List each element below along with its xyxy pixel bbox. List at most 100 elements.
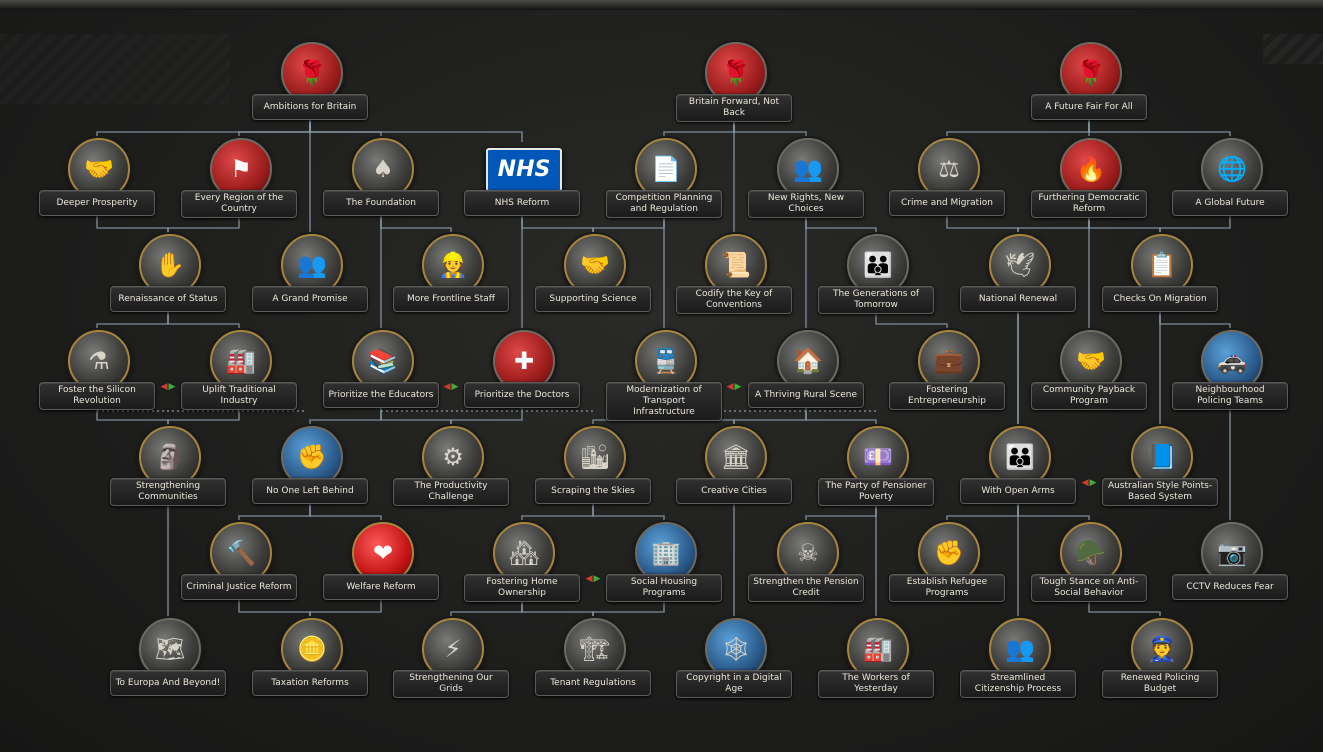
focus-science[interactable]: 🤝Supporting Science — [535, 234, 651, 312]
focus-label[interactable]: A Future Fair For All — [1031, 94, 1147, 120]
focus-pensioner[interactable]: 💷The Party of Pensioner Poverty — [818, 426, 934, 504]
focus-no-one[interactable]: ✊No One Left Behind — [252, 426, 368, 504]
focus-label[interactable]: CCTV Reduces Fear — [1172, 574, 1288, 600]
focus-global[interactable]: 🌐A Global Future — [1172, 138, 1288, 216]
focus-label[interactable]: Creative Cities — [676, 478, 792, 504]
focus-criminal[interactable]: 🔨Criminal Justice Reform — [181, 522, 297, 600]
focus-checks-migration[interactable]: 📋Checks On Migration — [1102, 234, 1218, 312]
focus-label[interactable]: Prioritize the Doctors — [464, 382, 580, 408]
focus-grids[interactable]: ⚡Strengthening Our Grids — [393, 618, 509, 696]
focus-label[interactable]: The Foundation — [323, 190, 439, 216]
focus-tenant[interactable]: 🏗Tenant Regulations — [535, 618, 651, 696]
focus-policing-budget[interactable]: 👮Renewed Policing Budget — [1102, 618, 1218, 696]
focus-australian[interactable]: 📘Australian Style Points-Based System — [1102, 426, 1218, 504]
focus-label[interactable]: Strengthen the Pension Credit — [748, 574, 864, 602]
focus-label[interactable]: Tenant Regulations — [535, 670, 651, 696]
focus-label[interactable]: Neighbourhood Policing Teams — [1172, 382, 1288, 410]
focus-refugee[interactable]: ✊Establish Refugee Programs — [889, 522, 1005, 600]
focus-label[interactable]: Deeper Prosperity — [39, 190, 155, 216]
focus-label[interactable]: NHS Reform — [464, 190, 580, 216]
focus-home-own[interactable]: 🏘Fostering Home Ownership — [464, 522, 580, 600]
focus-ambitions[interactable]: 🌹Ambitions for Britain — [252, 42, 368, 120]
focus-entrepreneurship[interactable]: 💼Fostering Entrepreneurship — [889, 330, 1005, 408]
focus-renaissance[interactable]: ✋Renaissance of Status — [110, 234, 226, 312]
focus-label[interactable]: Welfare Reform — [323, 574, 439, 600]
focus-europa[interactable]: 🗺To Europa And Beyond! — [110, 618, 226, 696]
focus-label[interactable]: Codify the Key of Conventions — [676, 286, 792, 314]
focus-label[interactable]: Fostering Home Ownership — [464, 574, 580, 602]
focus-label[interactable]: Britain Forward, Not Back — [676, 94, 792, 122]
focus-label[interactable]: With Open Arms — [960, 478, 1076, 504]
focus-label[interactable]: A Global Future — [1172, 190, 1288, 216]
focus-label[interactable]: The Workers of Yesterday — [818, 670, 934, 698]
focus-label[interactable]: Renaissance of Status — [110, 286, 226, 312]
focus-label[interactable]: Modernization of Transport Infrastructur… — [606, 382, 722, 421]
focus-label[interactable]: Checks On Migration — [1102, 286, 1218, 312]
focus-label[interactable]: Taxation Reforms — [252, 670, 368, 696]
focus-label[interactable]: Uplift Traditional Industry — [181, 382, 297, 410]
focus-label[interactable]: Furthering Democratic Reform — [1031, 190, 1147, 218]
focus-cctv[interactable]: 📷CCTV Reduces Fear — [1172, 522, 1288, 600]
focus-antisocial[interactable]: 🪖Tough Stance on Anti-Social Behavior — [1031, 522, 1147, 600]
focus-policing[interactable]: 🚓Neighbourhood Policing Teams — [1172, 330, 1288, 408]
focus-codify[interactable]: 📜Codify the Key of Conventions — [676, 234, 792, 312]
focus-copyright[interactable]: 🕸Copyright in a Digital Age — [676, 618, 792, 696]
focus-tree-canvas[interactable]: 🌹Ambitions for Britain 🌹Britain Forward, … — [0, 10, 1323, 752]
focus-label[interactable]: Ambitions for Britain — [252, 94, 368, 120]
focus-label[interactable]: Prioritize the Educators — [323, 382, 439, 408]
focus-label[interactable]: A Thriving Rural Scene — [748, 382, 864, 408]
focus-transport[interactable]: 🚆Modernization of Transport Infrastructu… — [606, 330, 722, 408]
focus-open-arms[interactable]: 👪With Open Arms — [960, 426, 1076, 504]
focus-label[interactable]: Supporting Science — [535, 286, 651, 312]
focus-label[interactable]: Community Payback Program — [1031, 382, 1147, 410]
focus-frontline[interactable]: 👷More Frontline Staff — [393, 234, 509, 312]
focus-strengthening-comm[interactable]: 🗿Strengthening Communities — [110, 426, 226, 504]
focus-label[interactable]: The Party of Pensioner Poverty — [818, 478, 934, 506]
focus-label[interactable]: Streamlined Citizenship Process — [960, 670, 1076, 698]
focus-label[interactable]: Foster the Silicon Revolution — [39, 382, 155, 410]
nhs-logo-icon[interactable]: NHS — [486, 148, 562, 192]
focus-forward[interactable]: 🌹Britain Forward, Not Back — [676, 42, 792, 120]
focus-label[interactable]: More Frontline Staff — [393, 286, 509, 312]
focus-competition[interactable]: 📄Competition Planning and Regulation — [606, 138, 722, 216]
focus-label[interactable]: Fostering Entrepreneurship — [889, 382, 1005, 410]
focus-rural[interactable]: 🏠A Thriving Rural Scene — [748, 330, 864, 408]
focus-label[interactable]: Strengthening Communities — [110, 478, 226, 506]
focus-doctors[interactable]: ✚Prioritize the Doctors — [464, 330, 580, 408]
focus-every-region[interactable]: ⚑Every Region of the Country — [181, 138, 297, 216]
focus-label[interactable]: Tough Stance on Anti-Social Behavior — [1031, 574, 1147, 602]
focus-citizenship[interactable]: 👥Streamlined Citizenship Process — [960, 618, 1076, 696]
focus-silicon[interactable]: ⚗Foster the Silicon Revolution — [39, 330, 155, 408]
focus-generations[interactable]: 👪The Generations of Tomorrow — [818, 234, 934, 312]
focus-welfare[interactable]: ❤Welfare Reform — [323, 522, 439, 600]
focus-uplift[interactable]: 🏭Uplift Traditional Industry — [181, 330, 297, 408]
focus-social-housing[interactable]: 🏢Social Housing Programs — [606, 522, 722, 600]
focus-label[interactable]: Criminal Justice Reform — [181, 574, 297, 600]
focus-educators[interactable]: 📚Prioritize the Educators — [323, 330, 439, 408]
focus-label[interactable]: New Rights, New Choices — [748, 190, 864, 218]
focus-payback[interactable]: 🤝Community Payback Program — [1031, 330, 1147, 408]
focus-taxation[interactable]: 🪙Taxation Reforms — [252, 618, 368, 696]
focus-label[interactable]: A Grand Promise — [252, 286, 368, 312]
focus-national-renewal[interactable]: 🕊National Renewal — [960, 234, 1076, 312]
focus-label[interactable]: Crime and Migration — [889, 190, 1005, 216]
focus-label[interactable]: Social Housing Programs — [606, 574, 722, 602]
focus-crime[interactable]: ⚖Crime and Migration — [889, 138, 1005, 216]
focus-creative[interactable]: 🏛Creative Cities — [676, 426, 792, 504]
focus-label[interactable]: To Europa And Beyond! — [110, 670, 226, 696]
focus-pension-credit[interactable]: ☠Strengthen the Pension Credit — [748, 522, 864, 600]
focus-new-rights[interactable]: 👥New Rights, New Choices — [748, 138, 864, 216]
focus-label[interactable]: The Productivity Challenge — [393, 478, 509, 506]
focus-label[interactable]: Copyright in a Digital Age — [676, 670, 792, 698]
focus-label[interactable]: Every Region of the Country — [181, 190, 297, 218]
focus-furthering[interactable]: 🔥Furthering Democratic Reform — [1031, 138, 1147, 216]
focus-grand-promise[interactable]: 👥A Grand Promise — [252, 234, 368, 312]
focus-skies[interactable]: 🏙Scraping the Skies — [535, 426, 651, 504]
focus-foundation[interactable]: ♠The Foundation — [323, 138, 439, 216]
focus-label[interactable]: Renewed Policing Budget — [1102, 670, 1218, 698]
focus-label[interactable]: The Generations of Tomorrow — [818, 286, 934, 314]
focus-deeper[interactable]: 🤝Deeper Prosperity — [39, 138, 155, 216]
focus-label[interactable]: Scraping the Skies — [535, 478, 651, 504]
focus-workers[interactable]: 🏭The Workers of Yesterday — [818, 618, 934, 696]
